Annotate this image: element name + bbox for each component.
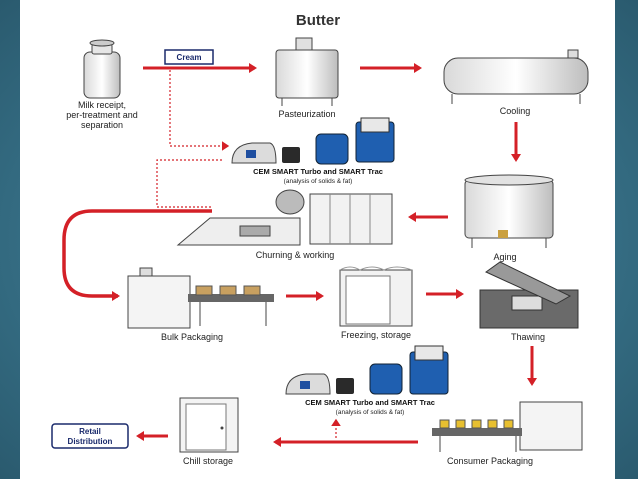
consumer-packaging-icon	[432, 401, 583, 452]
cooling-tank-icon	[443, 49, 589, 104]
aging-tank-icon	[464, 174, 554, 248]
bulk-packaging-icon	[127, 267, 274, 329]
cem-top-subtitle: (analysis of solids & fat)	[284, 178, 353, 185]
churning-machine-icon	[176, 189, 393, 246]
cooling-label: Cooling	[500, 106, 531, 116]
cem-bottom-subtitle: (analysis of solids & fat)	[336, 409, 405, 416]
cem-top-title: CEM SMART Turbo and SMART Trac	[253, 167, 383, 176]
cream-box	[164, 49, 214, 65]
aging-label: Aging	[493, 252, 516, 262]
arrow-churning-to-bulk-packaging	[62, 209, 212, 301]
thawing-label: Thawing	[511, 332, 545, 342]
retail-label-1: Retail	[79, 427, 101, 436]
sample-line-cream-to-cem	[169, 70, 230, 151]
milk-receipt-label-2: per-treatment and	[66, 110, 138, 120]
milk-can-icon	[83, 39, 121, 99]
freezer-room-icon	[339, 266, 413, 327]
cem-instruments-top-icon	[231, 117, 395, 165]
chill-storage-label: Chill storage	[183, 456, 233, 466]
churning-label: Churning & working	[256, 250, 335, 260]
chill-storage-icon	[179, 397, 239, 453]
milk-receipt-label-1: Milk receipt,	[78, 100, 126, 110]
milk-receipt-label-3: separation	[81, 120, 123, 130]
retail-distribution-box	[51, 423, 129, 449]
pasteurization-label: Pasteurization	[278, 109, 335, 119]
sample-line-cem-to-churning	[156, 159, 222, 208]
diagram-title: Butter	[296, 12, 340, 29]
cem-bottom-title: CEM SMART Turbo and SMART Trac	[305, 398, 435, 407]
cream-label: Cream	[177, 53, 202, 62]
cem-instruments-bottom-icon	[285, 345, 449, 395]
freezing-label: Freezing, storage	[341, 330, 411, 340]
pasteurization-tank-icon	[275, 37, 339, 106]
thawing-machine-icon	[479, 261, 579, 329]
consumer-packaging-label: Consumer Packaging	[447, 456, 533, 466]
bulk-packaging-label: Bulk Packaging	[161, 332, 223, 342]
retail-label-2: Distribution	[68, 437, 113, 446]
